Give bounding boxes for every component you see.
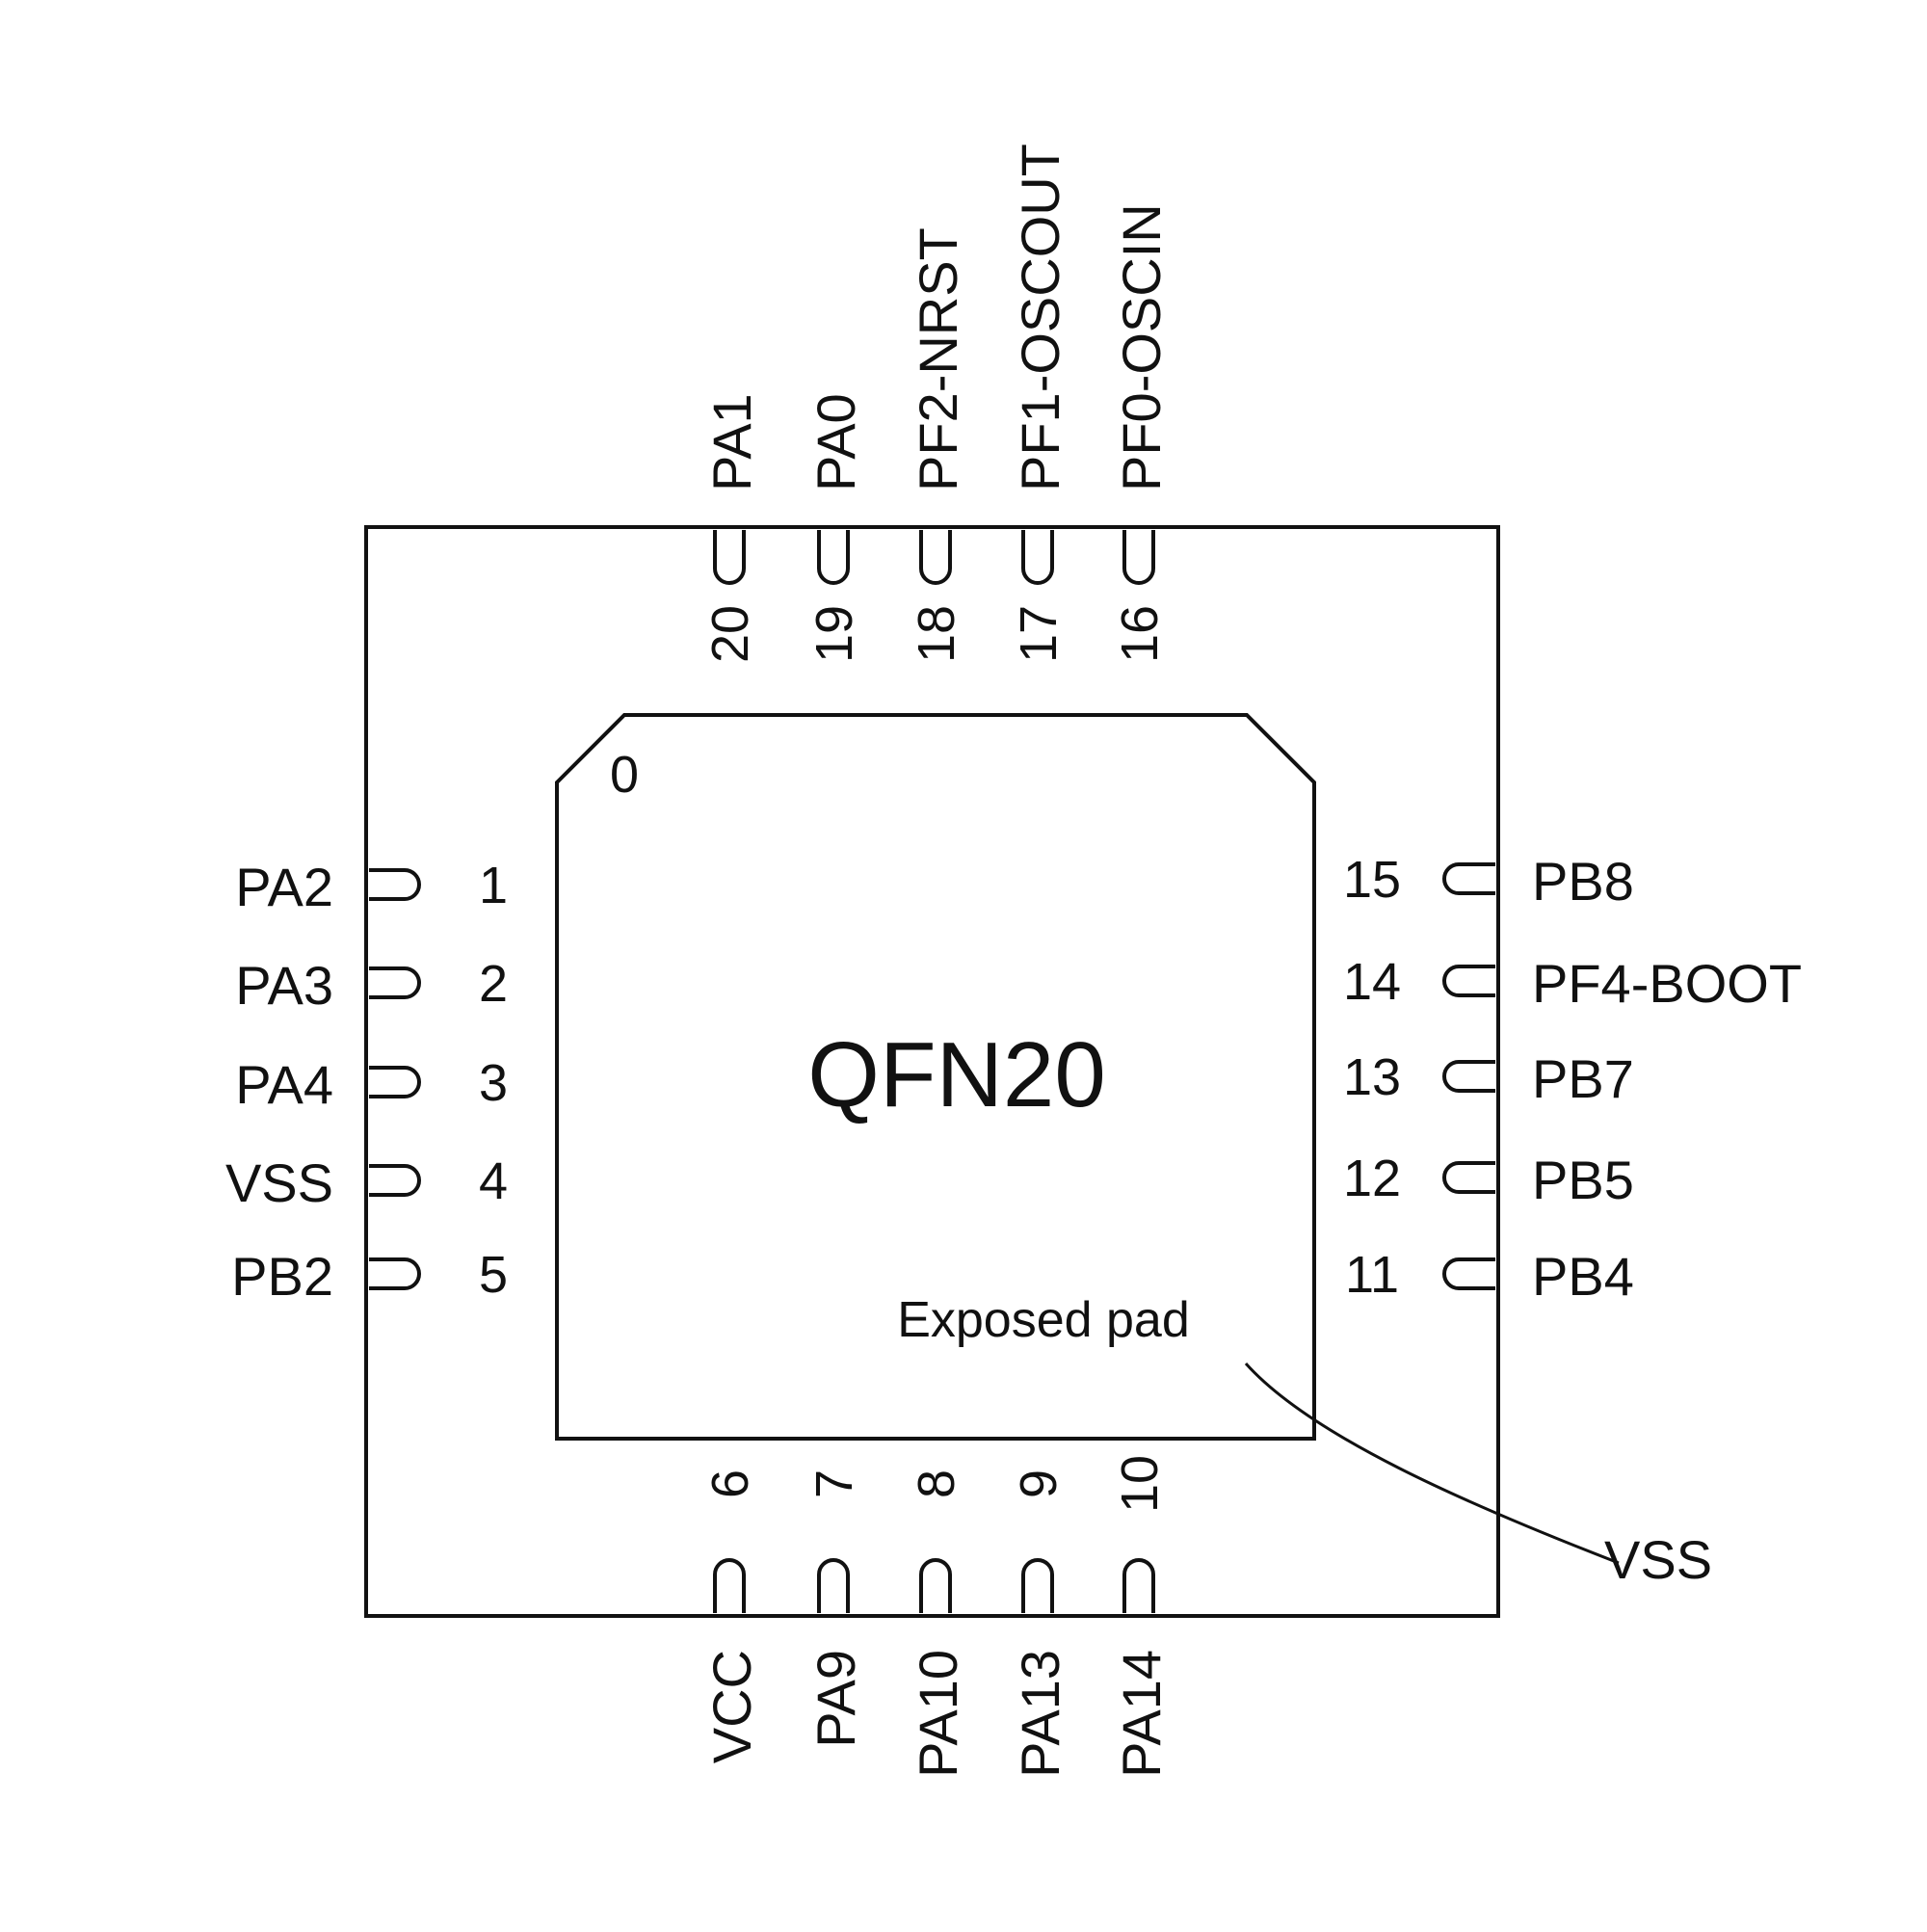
exposed-pad-outline [555,713,1316,1441]
pin-15-number: 15 [1343,851,1401,909]
pin-7-lead [817,1558,850,1613]
exposed-pad-label: Exposed pad [897,1292,1190,1348]
pin-1-lead [369,868,421,901]
pin-1-number: 1 [479,857,508,914]
pin-17-number: 17 [1010,605,1068,663]
pin-4-lead [369,1164,421,1197]
pin-16-name: PF0-OSCIN [1111,203,1172,491]
pin-19-number: 19 [805,605,863,663]
pin-9-lead [1021,1558,1054,1613]
pin-2-number: 2 [479,955,508,1013]
pin-9-name: PA13 [1010,1650,1070,1778]
pin-18-lead [919,530,952,585]
pin-16-number: 16 [1111,605,1169,663]
pin-12-lead [1442,1161,1495,1194]
pin-2-lead [369,966,421,999]
pin-3-name: PA4 [235,1054,333,1115]
pin-20-name: PA1 [701,393,762,491]
pin-16-lead [1122,530,1155,585]
pin-18-number: 18 [908,605,965,663]
pin-4-number: 4 [479,1152,508,1210]
pin-7-number: 7 [805,1469,863,1498]
pin-13-number: 13 [1343,1048,1401,1106]
pin-14-name: PF4-BOOT [1532,953,1802,1014]
pin-15-name: PB8 [1532,851,1634,912]
pin-17-name: PF1-OSCOUT [1010,144,1070,491]
exposed-pad-leader-line [1244,1362,1620,1565]
pin-7-name: PA9 [805,1650,866,1748]
pin-11-lead [1442,1257,1495,1290]
pin-20-number: 20 [701,605,759,663]
pin-8-lead [919,1558,952,1613]
pin-1-name: PA2 [235,857,333,917]
pin-6-name: VCC [701,1650,762,1763]
exposed-pad-net-label: VSS [1604,1529,1712,1590]
pin-8-name: PA10 [908,1650,968,1778]
pin-11-name: PB4 [1532,1246,1634,1307]
pin-10-number: 10 [1111,1455,1169,1513]
pin-13-name: PB7 [1532,1048,1634,1109]
pin-15-lead [1442,862,1495,895]
pin-5-lead [369,1257,421,1290]
pin-6-number: 6 [701,1469,759,1498]
pin-20-lead [713,530,746,585]
pin-17-lead [1021,530,1054,585]
pin-11-number: 11 [1345,1246,1399,1304]
pin-5-name: PB2 [231,1246,333,1307]
pin-8-number: 8 [908,1469,965,1498]
package-outline [364,525,1500,1618]
pin-6-lead [713,1558,746,1613]
pin-19-lead [817,530,850,585]
pin-10-lead [1122,1558,1155,1613]
pin-14-lead [1442,965,1495,997]
pin-14-number: 14 [1343,953,1401,1011]
pin-5-number: 5 [479,1246,508,1304]
pin-3-number: 3 [479,1054,508,1112]
pin-2-name: PA3 [235,955,333,1016]
pin-19-name: PA0 [805,393,866,491]
pin-10-name: PA14 [1111,1650,1172,1778]
pin-12-number: 12 [1343,1150,1401,1207]
pin-3-lead [369,1066,421,1098]
pin-4-name: VSS [225,1152,333,1213]
package-name: QFN20 [807,1023,1105,1126]
pin-12-name: PB5 [1532,1150,1634,1210]
exposed-pad-pin-number: 0 [610,746,639,804]
pin-18-name: PF2-NRST [908,227,968,491]
pin-13-lead [1442,1060,1495,1093]
pin-9-number: 9 [1010,1469,1068,1498]
